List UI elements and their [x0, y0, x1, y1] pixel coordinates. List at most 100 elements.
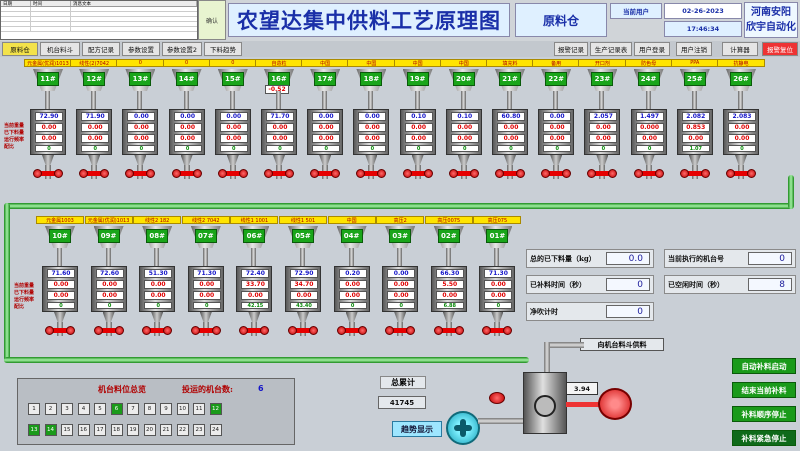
valve-icon[interactable]: [700, 169, 710, 178]
valve-icon[interactable]: [469, 169, 479, 178]
nav-params[interactable]: 参数设置: [122, 42, 160, 56]
feed-sequence-stop-button[interactable]: 补料顺序停止: [732, 406, 796, 422]
valve-icon[interactable]: [503, 326, 513, 335]
silo-number[interactable]: 24#: [637, 72, 660, 86]
valve-icon[interactable]: [406, 326, 416, 335]
emergency-stop-button[interactable]: 补料紧急停止: [732, 430, 796, 446]
valve-icon[interactable]: [562, 169, 572, 178]
end-current-feed-button[interactable]: 结束当前补料: [732, 382, 796, 398]
nav-raw-silo[interactable]: 原料仓: [2, 42, 38, 56]
valve-icon[interactable]: [192, 169, 202, 178]
nav-feed-trend[interactable]: 下料趋势: [204, 42, 242, 56]
valve-icon[interactable]: [516, 169, 525, 178]
acknowledge-button[interactable]: 确认: [198, 0, 226, 40]
valve-icon[interactable]: [288, 326, 297, 335]
machine-cell[interactable]: 8: [143, 403, 156, 415]
machine-cell[interactable]: 7: [127, 403, 139, 415]
valve-icon[interactable]: [385, 326, 395, 335]
valve-icon[interactable]: [146, 169, 156, 178]
nav-production-log[interactable]: 生产记录表: [590, 42, 632, 56]
nav-machine-hopper[interactable]: 机台料斗: [40, 42, 80, 56]
valve-icon[interactable]: [654, 169, 664, 178]
silo-number[interactable]: 02#: [437, 229, 460, 243]
valve-icon[interactable]: [54, 169, 63, 178]
valve-icon[interactable]: [356, 169, 366, 178]
valve-icon[interactable]: [377, 169, 387, 178]
alarm-message-list[interactable]: 日期 时间 消息文本: [0, 0, 198, 40]
valve-icon[interactable]: [260, 326, 270, 335]
machine-cell[interactable]: 4: [77, 403, 90, 415]
machine-cell[interactable]: 1: [28, 403, 40, 415]
machine-cell[interactable]: 16: [77, 424, 90, 436]
valve-icon[interactable]: [454, 326, 464, 335]
silo-number[interactable]: 12#: [83, 72, 106, 86]
valve-icon[interactable]: [309, 326, 318, 335]
valve-icon[interactable]: [679, 169, 689, 178]
valve-icon[interactable]: [433, 326, 443, 335]
silo-number[interactable]: 11#: [37, 72, 59, 86]
silo-number[interactable]: 09#: [97, 229, 120, 243]
valve-icon[interactable]: [336, 326, 346, 335]
valve-icon[interactable]: [163, 326, 173, 335]
machine-cell[interactable]: 13: [28, 424, 40, 436]
silo-number[interactable]: 17#: [314, 72, 337, 86]
machine-cell[interactable]: 5: [94, 403, 106, 415]
nav-user-logout[interactable]: 用户注销: [676, 42, 712, 56]
silo-number[interactable]: 15#: [221, 72, 244, 86]
silo-number[interactable]: 21#: [499, 72, 521, 86]
machine-cell[interactable]: 9: [160, 403, 172, 415]
silo-number[interactable]: 22#: [545, 72, 568, 86]
valve-icon[interactable]: [66, 326, 75, 335]
machine-cell[interactable]: 15: [61, 424, 73, 436]
machine-cell[interactable]: 2: [44, 403, 57, 415]
silo-number[interactable]: 07#: [194, 229, 217, 243]
valve-icon[interactable]: [633, 169, 643, 178]
silo-number[interactable]: 18#: [360, 72, 383, 86]
machine-cell[interactable]: 10: [176, 403, 189, 415]
valve-icon[interactable]: [142, 326, 152, 335]
machine-cell[interactable]: 24: [209, 424, 222, 436]
valve-icon[interactable]: [100, 169, 110, 178]
valve-icon[interactable]: [608, 169, 618, 178]
nav-user-login[interactable]: 用户登录: [634, 42, 670, 56]
nav-recipe-record[interactable]: 配方记录: [82, 42, 120, 56]
machine-cell[interactable]: 22: [176, 424, 189, 436]
valve-icon[interactable]: [239, 326, 249, 335]
valve-icon[interactable]: [171, 169, 181, 178]
machine-cell[interactable]: 17: [94, 424, 106, 436]
silo-number[interactable]: 19#: [406, 72, 429, 86]
alarm-reset-button[interactable]: 报警复位: [762, 42, 798, 56]
valve-icon[interactable]: [33, 169, 42, 178]
silo-number[interactable]: 26#: [730, 72, 752, 86]
valve-icon[interactable]: [79, 169, 89, 178]
auto-feed-start-button[interactable]: 自动补料启动: [732, 358, 796, 374]
silo-number[interactable]: 25#: [683, 72, 706, 86]
nav-params-2[interactable]: 参数设置2: [162, 42, 202, 56]
valve-icon[interactable]: [211, 326, 221, 335]
machine-cell[interactable]: 12: [209, 403, 222, 415]
nav-alarm-log[interactable]: 报警记录: [554, 42, 588, 56]
silo-number[interactable]: 01#: [486, 229, 509, 243]
nav-calculator[interactable]: 计算器: [722, 42, 758, 56]
machine-cell[interactable]: 21: [160, 424, 172, 436]
valve-icon[interactable]: [423, 169, 433, 178]
valve-icon[interactable]: [217, 169, 227, 178]
valve-icon[interactable]: [45, 326, 54, 335]
valve-icon[interactable]: [310, 169, 320, 178]
valve-icon[interactable]: [402, 169, 412, 178]
valve-icon[interactable]: [285, 169, 294, 178]
machine-cell[interactable]: 6: [110, 403, 123, 415]
valve-icon[interactable]: [357, 326, 367, 335]
silo-number[interactable]: 05#: [292, 229, 314, 243]
valve-icon[interactable]: [93, 326, 103, 335]
valve-icon[interactable]: [264, 169, 273, 178]
silo-number[interactable]: 06#: [243, 229, 266, 243]
machine-cell[interactable]: 20: [143, 424, 156, 436]
silo-number[interactable]: 14#: [175, 72, 198, 86]
trend-display-button[interactable]: 趋势显示: [392, 421, 442, 437]
valve-icon[interactable]: [448, 169, 458, 178]
silo-number[interactable]: 03#: [389, 229, 412, 243]
silo-number[interactable]: 23#: [591, 72, 614, 86]
valve-icon[interactable]: [495, 169, 504, 178]
machine-cell[interactable]: 19: [127, 424, 139, 436]
